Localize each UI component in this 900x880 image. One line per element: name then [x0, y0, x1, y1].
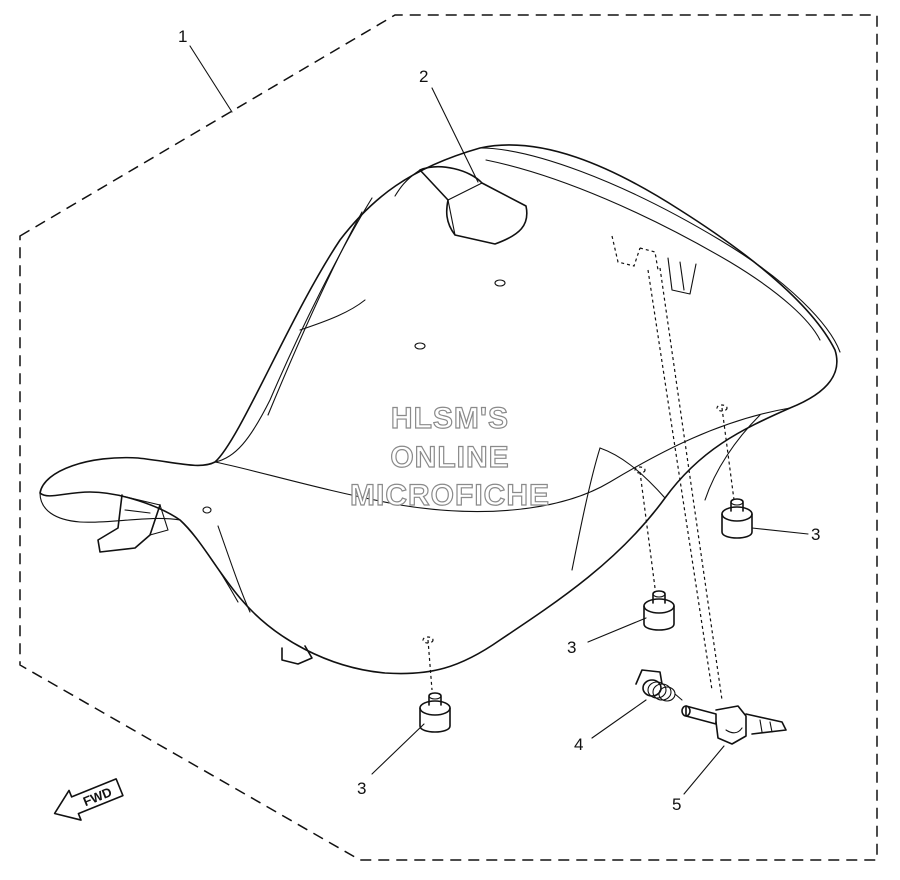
leader-part3b — [587, 617, 647, 643]
seat-strap — [419, 166, 528, 245]
watermark-line-2: ONLINE — [390, 441, 509, 474]
mount-hole — [414, 342, 426, 350]
seat — [39, 144, 841, 675]
leader-part1 — [189, 45, 233, 113]
damper-left — [419, 692, 451, 733]
alignment-line — [427, 639, 433, 691]
front-bracket — [97, 494, 161, 553]
lock-shaft — [681, 705, 787, 745]
callout-3-right: 3 — [811, 525, 820, 544]
leader-part3c — [371, 723, 425, 775]
leader-part4 — [591, 699, 647, 739]
leader-part2 — [431, 87, 479, 183]
callout-3-left: 3 — [357, 779, 366, 798]
callout-4: 4 — [574, 735, 583, 754]
forward-arrow-icon: FWD — [53, 778, 124, 821]
watermark: HLSM'S ONLINE MICROFICHE — [349, 401, 550, 512]
seat-outline — [39, 144, 838, 675]
mount-hole — [202, 506, 212, 514]
seat-rear-edge — [479, 147, 841, 353]
watermark-line-3: MICROFICHE — [350, 479, 550, 512]
leader-part3a — [751, 527, 809, 535]
mount-hole — [494, 279, 506, 287]
callout-5: 5 — [672, 795, 681, 814]
spring — [635, 669, 683, 702]
side-hook — [281, 645, 313, 665]
callout-1: 1 — [178, 27, 187, 46]
watermark-line-1: HLSM'S — [391, 402, 509, 435]
leader-part5 — [683, 745, 725, 795]
damper-right — [721, 498, 753, 539]
damper-middle — [643, 590, 675, 631]
callout-3-middle: 3 — [567, 638, 576, 657]
seat-surface-line — [214, 407, 791, 513]
alignment-line — [639, 471, 656, 589]
callout-2: 2 — [419, 67, 428, 86]
assembly-boundary — [19, 14, 878, 861]
alignment-line — [659, 267, 723, 701]
